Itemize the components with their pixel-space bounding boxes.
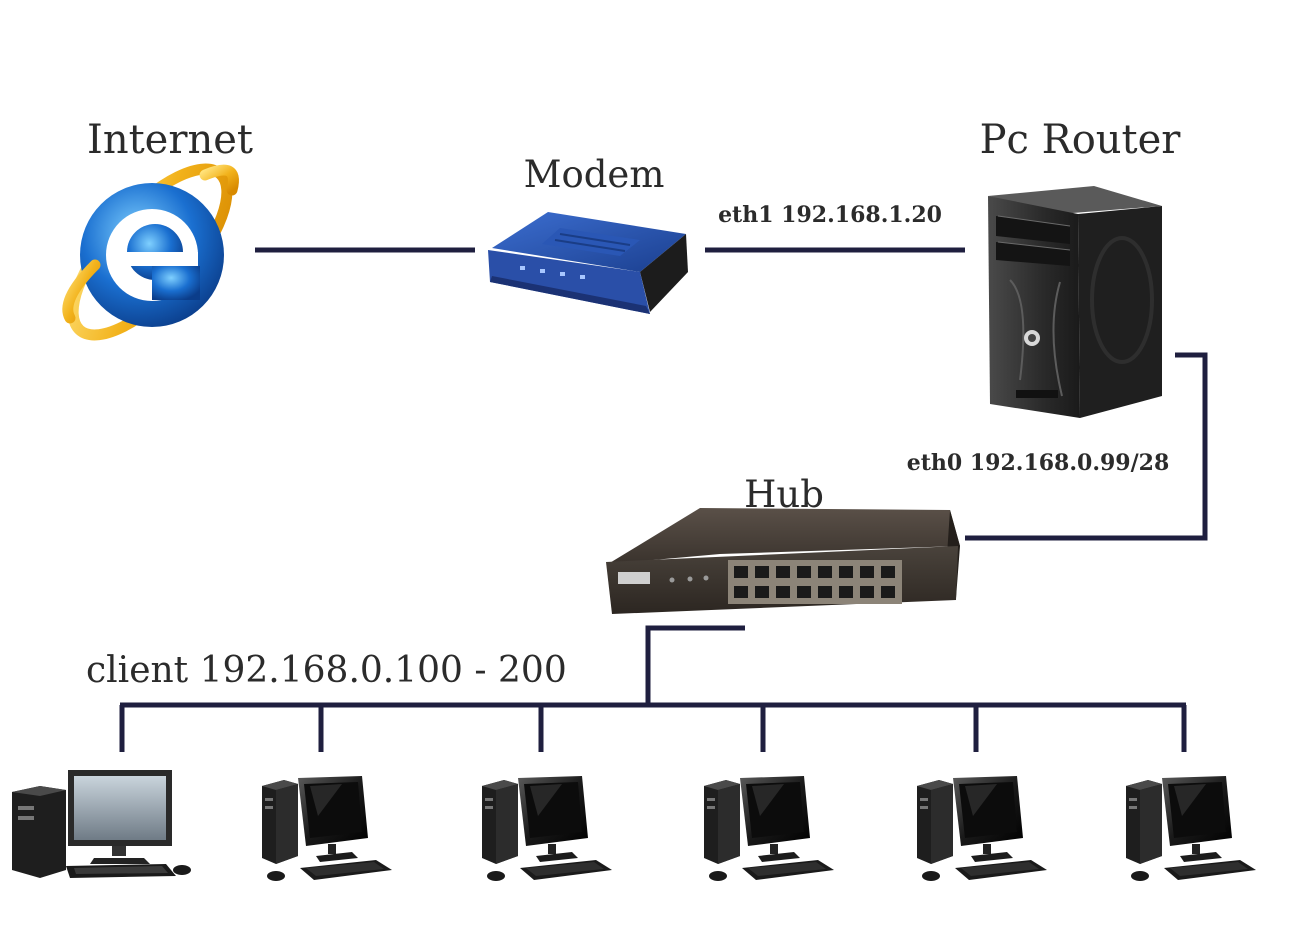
workstation-icon [917, 776, 1047, 881]
connection-lines [119, 247, 1208, 752]
workstation-icon [1126, 776, 1256, 881]
workstation-icon [262, 776, 392, 881]
client-range-label: client 192.168.0.100 - 200 [86, 650, 567, 691]
workstation-icon [482, 776, 612, 881]
workstation-icon [704, 776, 834, 881]
modem-icon [488, 212, 688, 314]
modem-router-link-label: eth1 192.168.1.20 [718, 202, 942, 228]
router-hub-link-label: eth0 192.168.0.99/28 [907, 450, 1170, 476]
hub-ports [728, 560, 902, 604]
network-hub-icon [606, 508, 960, 614]
modem-node: Modem [488, 153, 688, 314]
router-label: Pc Router [980, 117, 1182, 163]
desktop-computer-icon [12, 770, 191, 878]
router-hub-link [965, 352, 1208, 541]
client-computers [12, 770, 1256, 881]
router-node: Pc Router [980, 117, 1182, 418]
internet-node: Internet [62, 117, 253, 341]
hub-node: Hub [606, 473, 960, 614]
internet-label: Internet [87, 117, 253, 163]
hub-clients-trunk [645, 625, 745, 705]
modem-label: Modem [524, 153, 665, 196]
internet-explorer-icon [62, 163, 239, 341]
tower-pc-icon [988, 186, 1162, 418]
